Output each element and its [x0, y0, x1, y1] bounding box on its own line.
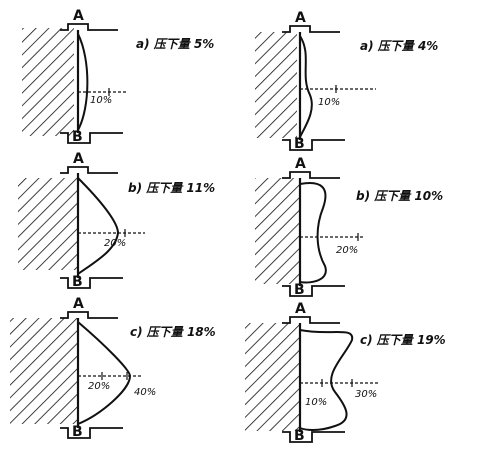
- top-anvil: [60, 311, 118, 319]
- label-a: A: [295, 10, 306, 26]
- panel-caption: b) 压下量 10%: [356, 189, 443, 203]
- tick-label: 20%: [88, 381, 110, 392]
- bottom-anvil: [282, 285, 345, 297]
- hatched-die: [22, 28, 74, 136]
- panel-left-2: 20% A Bb) 压下量 11%: [18, 151, 215, 290]
- label-b: B: [294, 428, 305, 444]
- tick-label: 10%: [90, 95, 112, 106]
- label-b: B: [72, 129, 83, 145]
- deformation-profile: [299, 182, 327, 284]
- deformation-profile: [299, 329, 354, 431]
- label-a: A: [73, 151, 84, 167]
- deformation-profile: [77, 177, 120, 275]
- panel-right-3: 10% 30% A Bc) 压下量 19%: [245, 301, 446, 444]
- panel-caption: a) 压下量 4%: [360, 39, 438, 53]
- label-a: A: [295, 156, 306, 172]
- bottom-anvil: [60, 427, 123, 439]
- tick-label: 40%: [134, 387, 156, 398]
- hatched-die: [18, 178, 78, 270]
- label-a: A: [295, 301, 306, 317]
- tick-label: 30%: [355, 389, 377, 400]
- hatched-die: [255, 178, 300, 284]
- hatched-die: [245, 323, 300, 431]
- deformation-profile: [77, 321, 132, 425]
- panel-caption: c) 压下量 18%: [130, 325, 216, 339]
- panel-left-3: 20% 40% A Bc) 压下量 18%: [10, 296, 216, 440]
- tick-label: 20%: [104, 238, 126, 249]
- label-b: B: [72, 424, 83, 440]
- label-b: B: [294, 136, 305, 152]
- tick-label: 20%: [336, 245, 358, 256]
- top-anvil: [282, 316, 340, 324]
- hatched-die: [10, 318, 78, 424]
- label-a: A: [73, 296, 84, 312]
- bottom-anvil: [282, 431, 345, 443]
- panel-right-1: 10% A Ba) 压下量 4%: [255, 10, 438, 152]
- tick-label: 10%: [318, 97, 340, 108]
- top-anvil: [60, 166, 118, 174]
- deformation-profile: [77, 33, 89, 131]
- tick-label: 10%: [305, 397, 327, 408]
- hatched-die: [255, 32, 297, 138]
- label-b: B: [294, 282, 305, 298]
- top-anvil: [60, 23, 118, 31]
- label-b: B: [72, 274, 83, 290]
- panel-left-1: 10% A Ba) 压下量 5%: [22, 8, 214, 145]
- panel-caption: a) 压下量 5%: [136, 37, 214, 51]
- panel-caption: c) 压下量 19%: [360, 333, 446, 347]
- bottom-anvil: [60, 277, 123, 289]
- top-anvil: [282, 25, 340, 33]
- panel-caption: b) 压下量 11%: [128, 181, 215, 195]
- label-a: A: [73, 8, 84, 24]
- panel-right-2: 20% A Bb) 压下量 10%: [255, 156, 443, 298]
- bottom-anvil: [60, 132, 123, 144]
- top-anvil: [282, 171, 340, 179]
- deformation-profile: [299, 35, 313, 138]
- bottom-anvil: [282, 139, 345, 151]
